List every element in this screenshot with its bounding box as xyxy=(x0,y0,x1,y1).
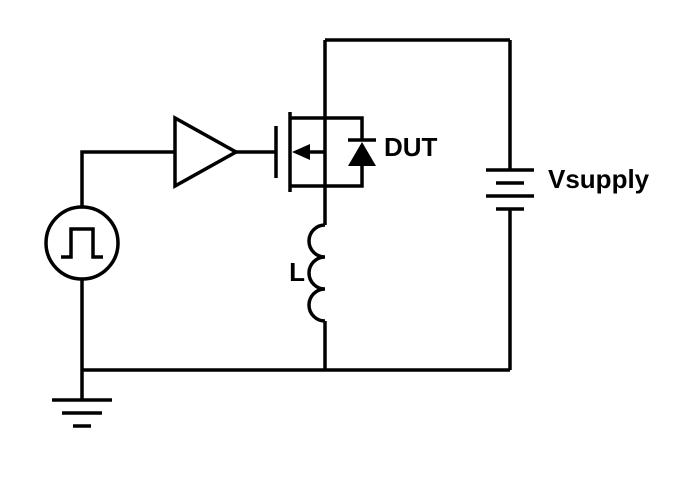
dut-label: DUT xyxy=(384,132,438,162)
diode-triangle-icon xyxy=(348,142,376,166)
pulse-source-circle xyxy=(44,205,120,281)
supply-label: Vsupply xyxy=(548,164,650,194)
diode-bottom-lead xyxy=(325,164,364,188)
pulse-waveform-icon xyxy=(61,227,103,259)
ground-symbol xyxy=(52,370,112,428)
wire-pulse-to-buffer xyxy=(80,150,175,207)
body-diode-branch xyxy=(325,116,376,188)
gate-driver-buffer-icon xyxy=(173,115,240,189)
mosfet-symbol xyxy=(274,112,325,192)
battery-symbol xyxy=(486,168,534,211)
inductor-label: L xyxy=(289,257,305,287)
mosfet-arrow-icon xyxy=(292,144,310,160)
inductor-coil-icon xyxy=(307,223,326,323)
pulse-generator-source xyxy=(44,205,120,281)
diode-top-lead xyxy=(325,116,364,140)
